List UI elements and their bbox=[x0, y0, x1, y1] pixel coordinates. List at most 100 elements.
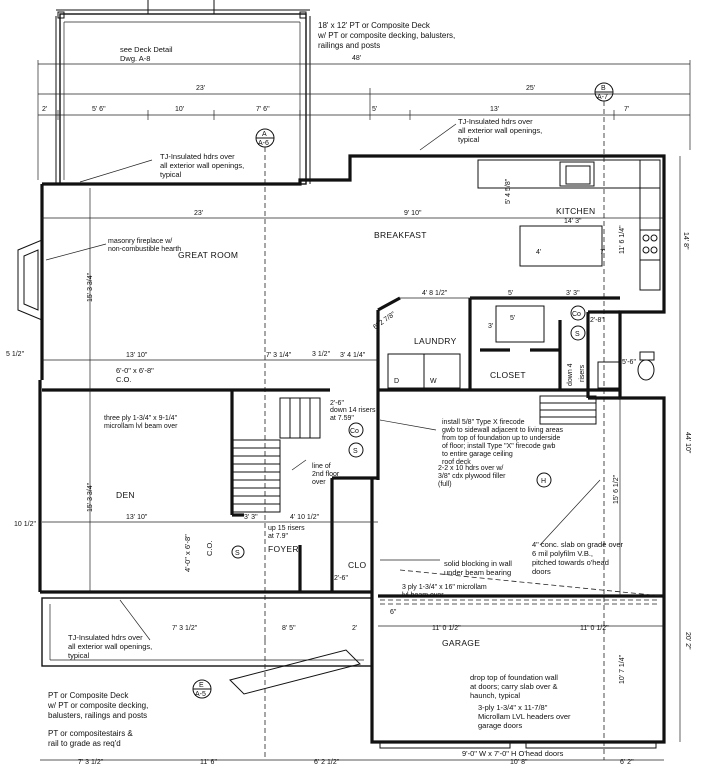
dim-6-a: 6" bbox=[390, 609, 397, 616]
cased-opening-2-size: 4'-0" x 6'-8" bbox=[183, 534, 192, 572]
dim-5: 5' bbox=[372, 106, 377, 113]
tj-note-bottom-line2: all exterior wall openings, bbox=[68, 642, 152, 651]
second-floor-note-1: line of bbox=[312, 463, 331, 470]
kitchen-cabinets bbox=[477, 159, 661, 291]
main-stairs bbox=[231, 395, 597, 513]
dim-11-0-1-2-b: 11' 0 1/2" bbox=[580, 625, 609, 632]
firecode-note-3: from top of foundation up to underside bbox=[442, 435, 560, 442]
blocking-note-1: solid blocking in wall bbox=[444, 559, 512, 568]
dim-10: 10' bbox=[175, 106, 184, 113]
dim-3-4-1-4: 3' 4 1/4" bbox=[340, 352, 366, 359]
dim-44-10: 44' 10" bbox=[684, 432, 691, 454]
dim-20-2: 20' 2" bbox=[684, 632, 691, 650]
marker-a-letter: A bbox=[262, 131, 267, 138]
marker-b-letter: B bbox=[601, 85, 606, 92]
up-15-risers: up 15 risers bbox=[268, 525, 305, 532]
dim-15-3-3-4-b: 15' 3 3/4" bbox=[87, 482, 94, 512]
laundry-appliances bbox=[387, 305, 545, 389]
dim-13-10-a: 13' 10" bbox=[126, 352, 148, 359]
down-14-risers-height: at 7.59" bbox=[330, 415, 354, 422]
dim-2: 2' bbox=[42, 106, 47, 113]
lvl-note-2: Microllam LVL headers over bbox=[478, 712, 571, 721]
dim-5-1-2: 5 1/2" bbox=[6, 351, 25, 358]
lvl-note-1: 3-ply 1-3/4" x 11-7/8" bbox=[478, 703, 548, 712]
room-breakfast: BREAKFAST bbox=[374, 230, 427, 240]
front-deck-note-1: PT or Composite Deck bbox=[48, 691, 129, 700]
dim-15-3-3-4-a: 15' 3 3/4" bbox=[87, 272, 94, 302]
front-deck-note-3: balusters, railings and posts bbox=[48, 711, 147, 720]
garage-doors bbox=[379, 569, 663, 749]
dim-10-8: 10' 8" bbox=[510, 759, 528, 766]
half-bath bbox=[597, 351, 655, 389]
foundation-note-2: at doors; carry slab over & bbox=[470, 682, 558, 691]
dim-11-6: 11' 6" bbox=[200, 759, 217, 766]
co-detector-1: Co bbox=[350, 428, 359, 435]
dim-7-kitchen: 7' bbox=[600, 249, 605, 256]
dim-14-3: 14' 3" bbox=[564, 218, 582, 225]
dim-4-8-1-2: 4' 8 1/2" bbox=[422, 290, 448, 297]
headers-note-2: 3/8" cdx plywood filler bbox=[438, 473, 506, 480]
firecode-note-5: to entire garage ceiling bbox=[442, 451, 513, 458]
deck-title-line2: w/ PT or composite decking, balusters, bbox=[317, 31, 455, 40]
room-garage: GARAGE bbox=[442, 638, 480, 648]
dim-4-10-1-2: 4' 10 1/2" bbox=[290, 514, 320, 521]
front-deck-note-2: w/ PT or composite decking, bbox=[47, 701, 148, 710]
marker-e-letter: E bbox=[199, 682, 204, 689]
top-dimension-strings bbox=[37, 60, 691, 180]
dim-13-10-b: 13' 10" bbox=[126, 514, 148, 521]
dim-5-laundry: 5' bbox=[508, 290, 513, 297]
interior-walls bbox=[42, 296, 664, 598]
second-floor-note-2: 2nd floor bbox=[312, 471, 340, 478]
fireplace-note-2: non-combustible hearth bbox=[108, 246, 181, 253]
beam-note-1: 3 ply 1-3/4" x 16" microllam bbox=[402, 584, 487, 591]
section-marker-e-bottom bbox=[192, 679, 212, 699]
symbols bbox=[231, 305, 586, 559]
dim-7: 7' bbox=[624, 106, 629, 113]
deck-detail-note: see Deck Detail bbox=[120, 45, 173, 54]
dim-3-1-2: 3 1/2" bbox=[312, 351, 331, 358]
room-kitchen: KITCHEN bbox=[556, 206, 595, 216]
smoke-detector-2: S bbox=[575, 331, 580, 338]
risers-label: risers bbox=[579, 364, 586, 382]
foundation-note-1: drop top of foundation wall bbox=[470, 673, 558, 682]
dim-8-5: 8' 5" bbox=[282, 625, 296, 632]
laundry-3-label: 3' bbox=[488, 323, 493, 330]
co-detector-2: Co bbox=[572, 311, 581, 318]
slab-note-2: 6 mil polyfilm V.B., bbox=[532, 549, 593, 558]
firecode-note-2: gwb to sidewall adjacent to living areas bbox=[442, 427, 564, 434]
microllam-note-1: three ply 1-3/4" x 9-1/4" bbox=[104, 415, 178, 422]
cased-opening-1-label: C.O. bbox=[116, 375, 131, 384]
cased-opening-2-label: C.O. bbox=[205, 541, 214, 556]
dryer-label: D bbox=[394, 378, 399, 385]
dim-3-3-b: 3' 3" bbox=[244, 514, 258, 521]
fireplace bbox=[17, 239, 43, 321]
dim-13: 13' bbox=[490, 106, 499, 113]
overhead-doors-note: 9'-0" W x 7'-0" H O'head doors bbox=[462, 749, 564, 758]
tj-note-right-line3: typical bbox=[458, 135, 480, 144]
firecode-note-1: install 5/8" Type X firecode bbox=[442, 419, 525, 426]
dim-11-6-1-4: 11' 6 1/4" bbox=[619, 225, 626, 254]
washer-label: W bbox=[430, 378, 437, 385]
deck-detail-dwg: Dwg. A-8 bbox=[120, 54, 150, 63]
front-deck bbox=[41, 597, 373, 760]
dim-23-top: 23' bbox=[196, 85, 205, 92]
smoke-detector-1: S bbox=[353, 448, 358, 455]
marker-a6-sheet: A-6 bbox=[258, 140, 269, 147]
heater-symbol: H bbox=[541, 478, 546, 485]
room-laundry: LAUNDRY bbox=[414, 336, 457, 346]
marker-a5-sheet: A-5 bbox=[195, 691, 206, 698]
up-15-risers-height: at 7.9" bbox=[268, 533, 289, 540]
foundation-note-3: haunch, typical bbox=[470, 691, 520, 700]
dim-5-6-bath: 5'-6" bbox=[622, 359, 636, 366]
dim-2-6-b: 2'-6" bbox=[334, 575, 348, 582]
slab-note-4: doors bbox=[532, 567, 551, 576]
deck-title-line3: railings and posts bbox=[318, 41, 380, 50]
dim-14-8: 14' 8" bbox=[682, 232, 689, 250]
room-foyer: FOYER bbox=[268, 544, 299, 554]
dim-2-garage: 2' bbox=[352, 625, 357, 632]
dim-11-0-1-2-a: 11' 0 1/2" bbox=[432, 625, 461, 632]
tj-note-bottom-line1: TJ-Insulated hdrs over bbox=[68, 633, 143, 642]
tj-note-right-line2: all exterior wall openings, bbox=[458, 126, 542, 135]
room-closet: CLOSET bbox=[490, 370, 526, 380]
